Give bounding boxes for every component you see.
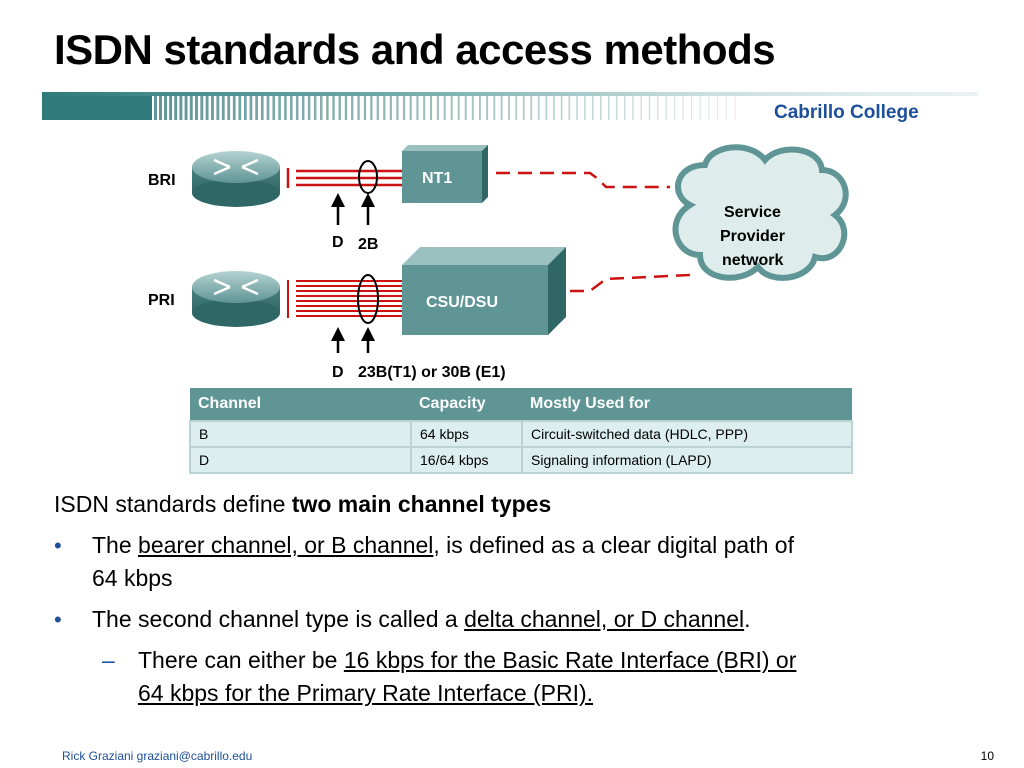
cloud-label-line3: network: [722, 252, 783, 269]
table-cell: Signaling information (LAPD): [521, 446, 853, 474]
bearer-channel-link[interactable]: bearer channel, or B channel: [138, 532, 434, 558]
pri-label: PRI: [148, 292, 175, 309]
bri-router-icon: [192, 151, 280, 207]
nt1-device: NT1: [402, 145, 488, 203]
table-cell: 16/64 kbps: [410, 446, 523, 474]
service-provider-cloud: Service Provider network: [672, 144, 849, 281]
table-cell: B: [189, 420, 412, 448]
channel-table: Channel Capacity Mostly Used for B 64 kb…: [189, 388, 853, 474]
bullet-item-delta: • The second channel type is called a de…: [54, 603, 974, 636]
bri-2b-label: 2B: [358, 236, 378, 253]
bullet-item-bearer: • The bearer channel, or B channel, is d…: [54, 529, 974, 595]
csu-dsu-device: CSU/DSU: [402, 247, 566, 335]
isdn-network-diagram: BRI NT1 D 2B PRI: [148, 144, 849, 381]
csu-dsu-label: CSU/DSU: [426, 294, 498, 311]
pri-d-label: D: [332, 364, 344, 381]
table-cell: 64 kbps: [410, 420, 523, 448]
footer-author: Rick Graziani graziani@cabrillo.edu: [62, 749, 253, 763]
intro-bold-text: two main channel types: [291, 491, 552, 517]
bri-arrows: [331, 193, 375, 225]
bullet-icon: •: [54, 533, 62, 558]
slide-body: ISDN standards define two main channel t…: [54, 488, 974, 710]
bullet-text: 64 kbps: [92, 565, 173, 591]
bullet-text: , is defined as a clear digital path of: [433, 532, 794, 558]
header-stripe-band: [42, 92, 978, 120]
pri-b-label: 23B(T1) or 30B (E1): [358, 364, 506, 381]
bri-rate-link[interactable]: 16 kbps for the Basic Rate Interface (BR…: [343, 647, 797, 673]
brand-logo-text: Cabrillo College: [774, 102, 919, 123]
pri-channel-bundle-ring: [357, 274, 379, 324]
table-cell: Circuit-switched data (HDLC, PPP): [521, 420, 853, 448]
cloud-label-line1: Service: [724, 204, 781, 221]
bullet-icon: •: [54, 607, 62, 632]
pri-arrows: [331, 327, 375, 353]
delta-channel-link[interactable]: delta channel, or D channel: [464, 606, 745, 632]
table-header-channel: Channel: [190, 388, 411, 421]
table-header-row: Channel Capacity Mostly Used for: [190, 388, 852, 421]
intro-text: ISDN standards define: [54, 491, 292, 517]
footer-page-number: 10: [980, 749, 994, 763]
sub-bullet-item-rates: – There can either be 16 kbps for the Ba…: [54, 644, 974, 710]
sub-bullet-text: There can either be: [138, 647, 344, 673]
nt1-label: NT1: [422, 170, 452, 187]
cloud-label-line2: Provider: [720, 228, 785, 245]
table-cell: D: [189, 446, 412, 474]
bullet-text: The: [92, 532, 139, 558]
pri-rate-link[interactable]: 64 kbps for the Primary Rate Interface (…: [138, 680, 594, 706]
pri-interface-lines: [287, 280, 402, 318]
table-header-usage: Mostly Used for: [522, 388, 852, 421]
bullet-text: .: [744, 606, 751, 632]
table-row: D 16/64 kbps Signaling information (LAPD…: [189, 446, 853, 474]
slide-title: ISDN standards and access methods: [54, 26, 776, 73]
bri-interface-lines: [286, 168, 402, 188]
bullet-text: The second channel type is called a: [92, 606, 465, 632]
intro-line: ISDN standards define two main channel t…: [54, 488, 974, 521]
wan-dashed-links: [496, 171, 691, 293]
table-header-capacity: Capacity: [411, 388, 522, 421]
dash-icon: –: [102, 647, 115, 673]
bri-label: BRI: [148, 172, 176, 189]
table-row: B 64 kbps Circuit-switched data (HDLC, P…: [189, 420, 853, 448]
pri-router-icon: [192, 271, 280, 327]
bri-d-label: D: [332, 234, 344, 251]
